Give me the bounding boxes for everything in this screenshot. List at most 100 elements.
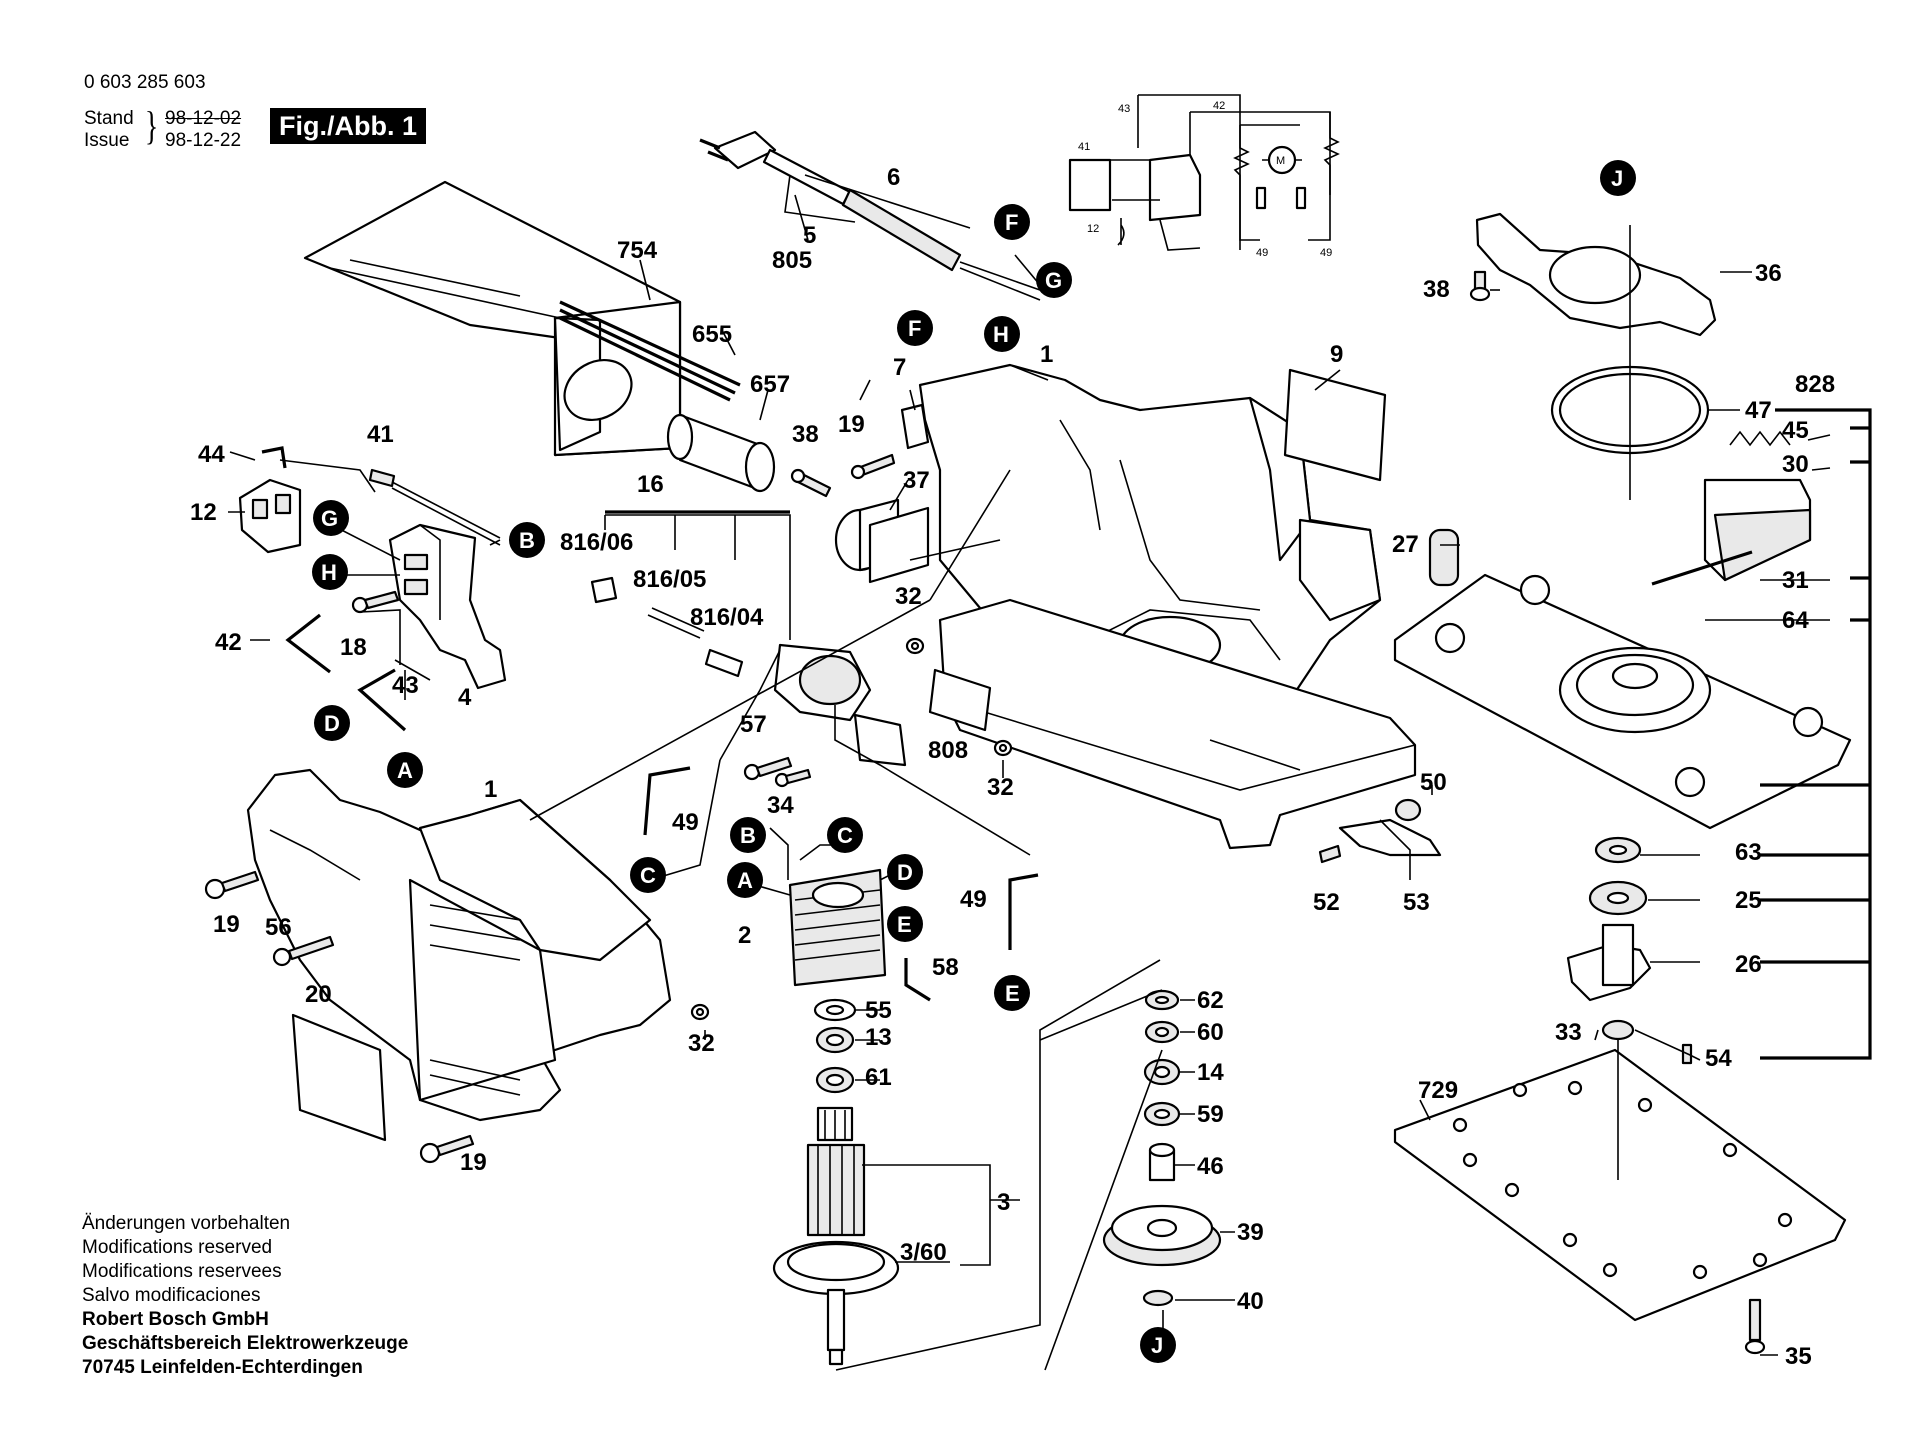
connector-f-cord: F: [1005, 210, 1018, 235]
lower-bearing-stack: [1566, 836, 1693, 1065]
power-cord: [699, 130, 1041, 301]
connector-a-wire: A: [397, 758, 413, 783]
callout-36: 36: [1755, 260, 1782, 287]
callout-34: 34: [767, 792, 794, 819]
callout-19-top: 19: [838, 411, 865, 438]
wiring-label-motor: M: [1276, 155, 1285, 167]
terminal-block: [238, 478, 302, 554]
connector-e-field: E: [897, 912, 912, 937]
connector-a-field: A: [737, 868, 753, 893]
callout-808: 808: [928, 737, 968, 764]
callout-19-left: 19: [213, 911, 240, 938]
callout-59: 59: [1197, 1101, 1224, 1128]
brush-parts: [590, 576, 744, 678]
screw-56: [272, 935, 335, 967]
wire-43: [357, 668, 407, 732]
footer: Änderungen vorbehalten Modifications res…: [82, 1212, 408, 1380]
bracket-53: [1318, 798, 1442, 864]
capacitor: [834, 498, 930, 584]
screw-57: [743, 756, 793, 781]
callout-655: 655: [692, 321, 732, 348]
callout-60: 60: [1197, 1019, 1224, 1046]
brush-holder: [368, 468, 501, 546]
connector-d-field: D: [897, 860, 913, 885]
callout-13: 13: [865, 1024, 892, 1051]
figure-label: Fig./Abb. 1: [270, 108, 426, 144]
wire-49-right: [1008, 873, 1039, 950]
wiring-label-49a: 49: [1256, 247, 1268, 259]
callout-42: 42: [215, 629, 242, 656]
brush-assembly: [773, 643, 907, 767]
callout-38-top: 38: [792, 421, 819, 448]
callout-2: 2: [738, 922, 751, 949]
callout-816-06: 816/06: [560, 529, 633, 556]
callout-18: 18: [340, 634, 367, 661]
connector-g-cord: G: [1045, 268, 1062, 293]
cord-clamp: [900, 403, 930, 450]
washer-32: [690, 637, 1013, 1021]
dust-hose: [666, 413, 776, 493]
callout-32-top: 32: [895, 583, 922, 610]
connector-g-switch: G: [321, 506, 338, 531]
callout-33: 33: [1555, 1019, 1582, 1046]
brace-icon: }: [144, 103, 159, 148]
switch: [388, 523, 507, 690]
screw-38a: [790, 468, 832, 498]
clamp-lever-30: [1703, 478, 1812, 582]
leader-armature-gear: [835, 959, 1161, 1371]
wiring-label-41: 41: [1078, 141, 1090, 153]
callout-45: 45: [1782, 417, 1809, 444]
callout-4: 4: [458, 684, 472, 711]
callout-50: 50: [1420, 769, 1447, 796]
callout-12: 12: [190, 499, 217, 526]
clip-58: [904, 958, 931, 1002]
callout-729: 729: [1418, 1077, 1458, 1104]
callout-754: 754: [617, 237, 658, 264]
footer-company: Robert Bosch GmbH: [82, 1309, 269, 1330]
pad-base: [1393, 573, 1852, 830]
connector-d-wire: D: [324, 711, 340, 736]
screw-18: [351, 590, 400, 614]
screw-38b: [1469, 270, 1491, 302]
clip-44: [261, 446, 287, 469]
bearings-left: [813, 998, 857, 1094]
callout-6: 6: [887, 164, 900, 191]
dust-bag: [303, 180, 741, 457]
callout-657: 657: [750, 371, 790, 398]
callout-26: 26: [1735, 951, 1762, 978]
armature: [772, 1106, 900, 1366]
callout-3: 3: [997, 1189, 1010, 1216]
callout-19-bottom: 19: [460, 1149, 487, 1176]
callout-63: 63: [1735, 839, 1762, 866]
connector-f-clamp: F: [908, 316, 921, 341]
callout-14: 14: [1197, 1059, 1224, 1086]
footer-line: Modifications reserved: [82, 1237, 273, 1258]
callout-20: 20: [305, 981, 332, 1008]
wiring-diagram: [1068, 94, 1340, 251]
connector-c-wire: C: [640, 863, 656, 888]
callout-49-right: 49: [960, 886, 987, 913]
filter-27: [1428, 528, 1460, 587]
housing-base: [938, 598, 1417, 850]
part-number: 0 603 285 603: [84, 72, 206, 93]
field-coil: [788, 868, 887, 987]
connector-h-switch: H: [321, 560, 337, 585]
screw-19: [850, 453, 896, 480]
callout-35: 35: [1785, 1343, 1812, 1370]
counterweight-plate: [1475, 212, 1717, 337]
label-9: [1283, 368, 1387, 482]
connector-j-top: J: [1611, 166, 1623, 191]
callout-828: 828: [1795, 371, 1835, 398]
callout-16: 16: [637, 471, 664, 498]
callout-44: 44: [198, 441, 225, 468]
connector-c-field: C: [837, 823, 853, 848]
callout-37: 37: [903, 467, 930, 494]
callout-27: 27: [1392, 531, 1419, 558]
callout-1-top: 1: [1040, 341, 1053, 368]
wiring-label-12: 12: [1087, 223, 1099, 235]
callout-7: 7: [893, 354, 906, 381]
callout-47: 47: [1745, 397, 1772, 424]
issue-date: 98-12-22: [165, 130, 242, 151]
callout-41: 41: [367, 421, 394, 448]
